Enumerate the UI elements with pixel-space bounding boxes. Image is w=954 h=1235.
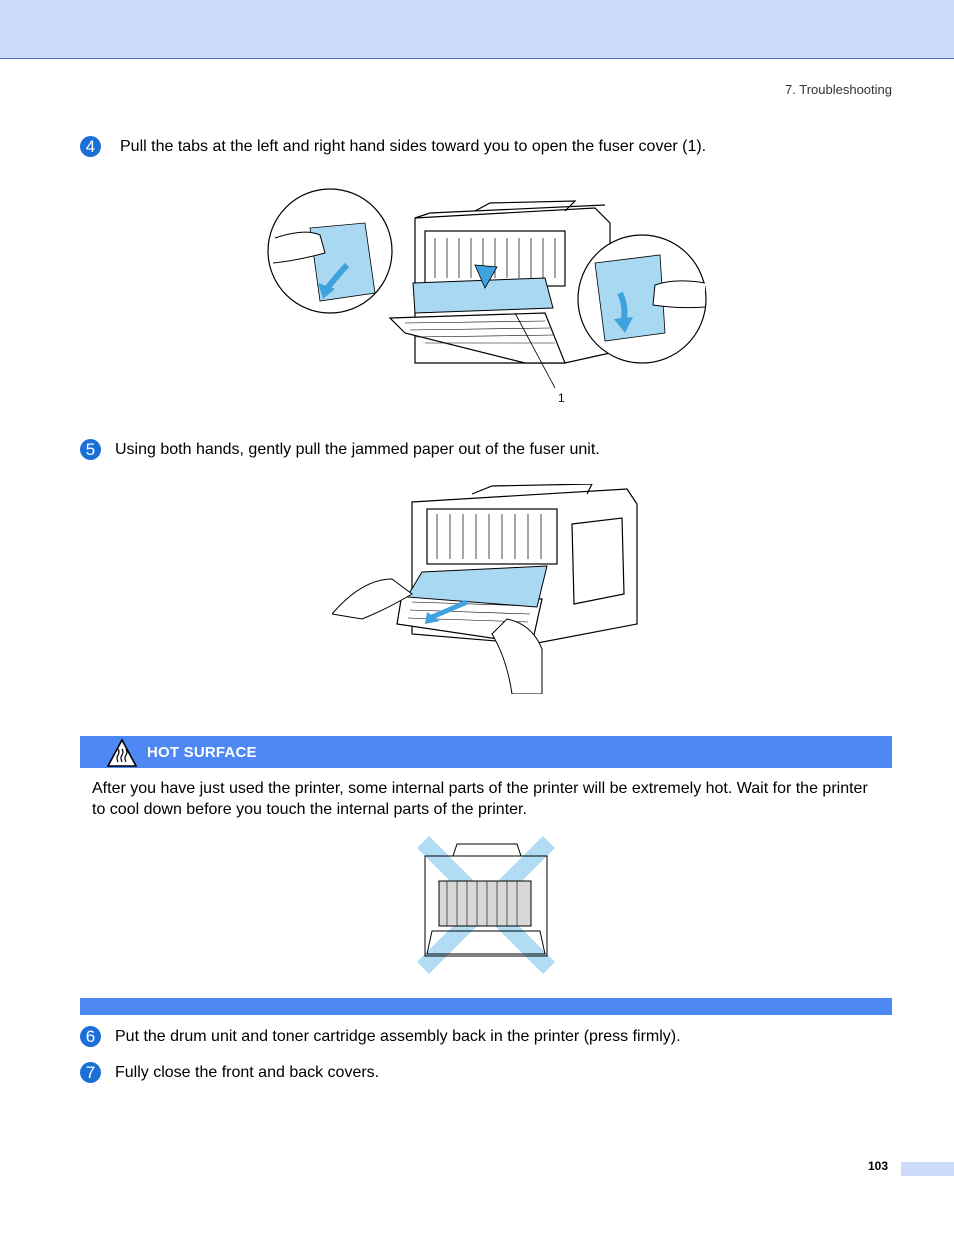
step-5: 5 Using both hands, gently pull the jamm… <box>80 439 600 460</box>
warning-end-bar <box>80 998 892 1015</box>
step-6: 6 Put the drum unit and toner cartridge … <box>80 1026 681 1047</box>
warning-title: HOT SURFACE <box>147 744 257 761</box>
step-number-badge: 7 <box>80 1062 101 1083</box>
fuser-cover-open-illustration <box>267 188 707 389</box>
step-text: Pull the tabs at the left and right hand… <box>120 137 707 155</box>
step-4: 4 Pull the tabs at the left and right ha… <box>80 136 706 157</box>
page-number-tab <box>901 1162 954 1176</box>
hot-surface-warning-header: HOT SURFACE <box>80 736 892 768</box>
step-text: Fully close the front and back covers. <box>115 1063 380 1081</box>
header-band <box>0 0 954 59</box>
jammed-paper-removal-illustration <box>332 484 638 694</box>
step-number-badge: 5 <box>80 439 101 460</box>
step-text: Put the drum unit and toner cartridge as… <box>115 1027 681 1045</box>
fuser-cover-callout: 1 <box>558 391 565 405</box>
warning-text: After you have just used the printer, so… <box>92 780 868 818</box>
page-number: 103 <box>868 1159 889 1173</box>
step-text: Using both hands, gently pull the jammed… <box>115 440 600 458</box>
step-number-badge: 6 <box>80 1026 101 1047</box>
chapter-title: 7. Troubleshooting <box>785 82 892 97</box>
step-number-badge: 4 <box>80 136 101 157</box>
step-7: 7 Fully close the front and back covers. <box>80 1062 379 1083</box>
hot-parts-illustration <box>417 836 555 974</box>
hot-surface-icon <box>106 738 138 767</box>
